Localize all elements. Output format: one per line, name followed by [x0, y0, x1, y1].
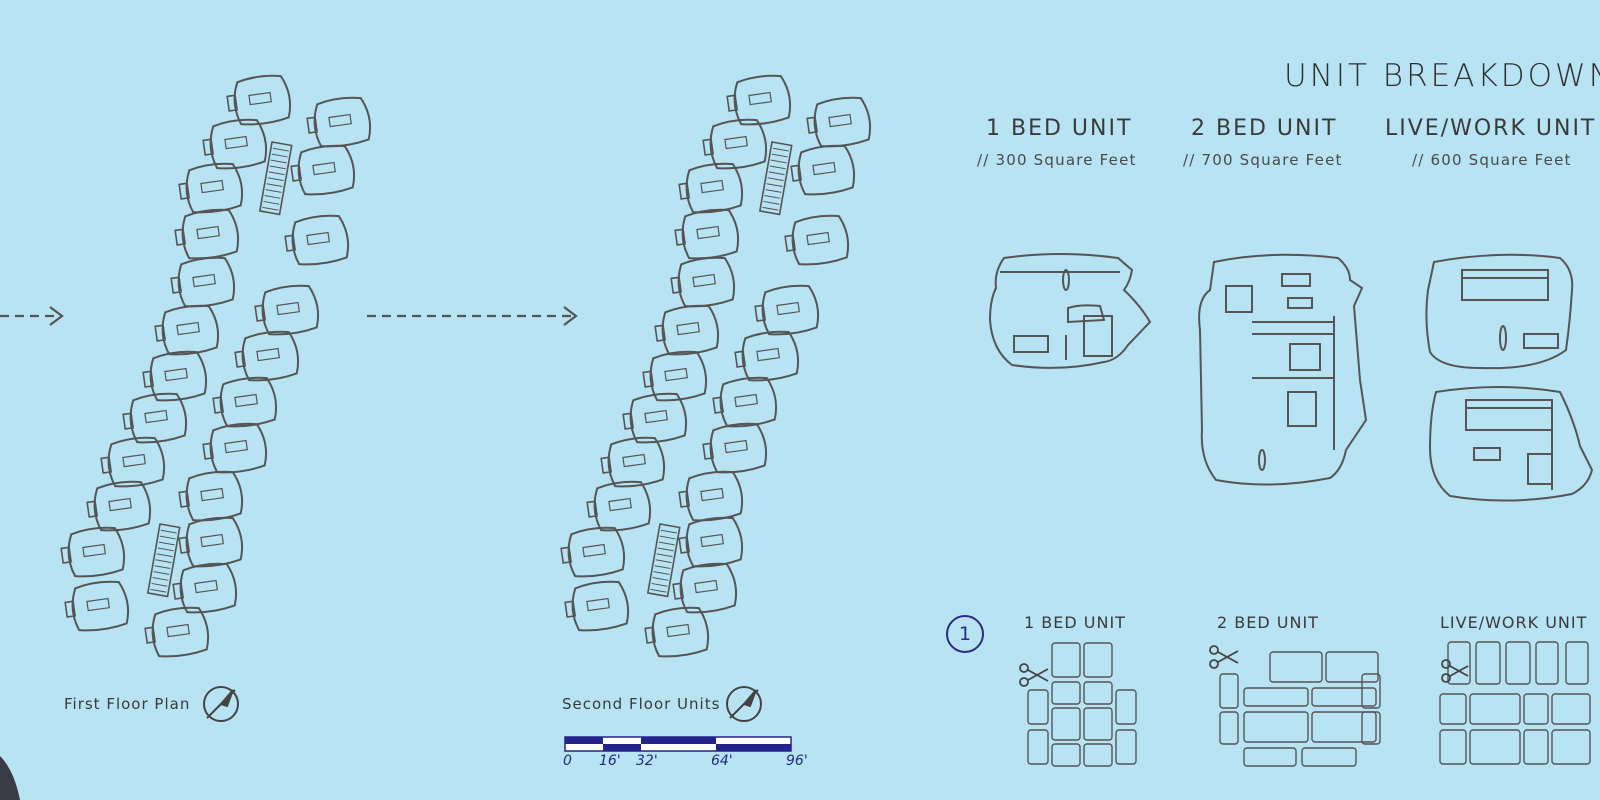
unit-pod — [789, 143, 856, 198]
unit-pod — [153, 303, 220, 358]
page-title: UNIT BREAKDOWN — [1284, 58, 1600, 94]
unit-pod — [169, 255, 236, 310]
unit-pod — [653, 303, 720, 358]
unit-pod — [177, 161, 244, 216]
unit-area-live-work: // 600 Square Feet — [1412, 151, 1572, 169]
scale-label: 16' — [599, 753, 621, 769]
unit-pod — [289, 143, 356, 198]
unit-pod — [621, 391, 688, 446]
unit-pod — [143, 605, 210, 660]
unit-name-two-bed: 2 BED UNIT — [1191, 116, 1338, 141]
second-floor-units-drawing — [559, 73, 872, 660]
corner-object — [0, 756, 20, 800]
scale-label: 96' — [786, 753, 808, 769]
unit-pod — [783, 213, 850, 268]
unit-pod — [85, 479, 152, 534]
unit-pod — [677, 515, 744, 570]
unit-pod — [643, 605, 710, 660]
scale-label: 32' — [636, 753, 658, 769]
unit-pod — [563, 579, 630, 634]
module-label-one-bed: 1 BED UNIT — [1024, 613, 1126, 632]
unit-pod — [701, 421, 768, 476]
unit-pod — [141, 349, 208, 404]
unit-pod — [177, 515, 244, 570]
scale-label: 64' — [711, 753, 733, 769]
scale-label: 0 — [563, 753, 572, 769]
north-arrow-icon — [204, 687, 238, 721]
live-work-unit-plan-bottom — [1430, 387, 1592, 501]
unit-pod — [99, 435, 166, 490]
unit-pod — [599, 435, 666, 490]
second-floor-caption: Second Floor Units — [562, 695, 721, 713]
unit-pod — [173, 207, 240, 262]
scale-bar — [565, 737, 791, 751]
unit-pod — [669, 255, 736, 310]
scissors-icon — [1442, 660, 1468, 682]
scissors-icon — [1020, 664, 1048, 686]
flow-arrow-middle — [367, 307, 576, 325]
unit-area-one-bed: // 300 Square Feet — [977, 151, 1137, 169]
stair — [260, 142, 292, 214]
module-label-live-work: LIVE/WORK UNIT — [1440, 613, 1588, 632]
module-label-two-bed: 2 BED UNIT — [1217, 613, 1319, 632]
two-bed-module-diagram — [1220, 652, 1380, 766]
unit-pod — [753, 283, 820, 338]
one-bed-module-diagram — [1028, 643, 1136, 766]
two-bed-unit-plan — [1199, 255, 1366, 485]
unit-pod — [171, 561, 238, 616]
unit-name-live-work: LIVE/WORK UNIT — [1385, 116, 1597, 141]
unit-pod — [673, 207, 740, 262]
unit-pod — [733, 329, 800, 384]
unit-pod — [305, 95, 372, 150]
unit-pod — [59, 525, 126, 580]
first-floor-caption: First Floor Plan — [64, 695, 191, 713]
section-number-badge: 1 — [946, 615, 984, 653]
unit-pod — [671, 561, 738, 616]
unit-pod — [559, 525, 626, 580]
unit-pod — [201, 421, 268, 476]
unit-pod — [177, 469, 244, 524]
unit-pod — [283, 213, 350, 268]
unit-pod — [725, 73, 792, 128]
flow-arrow-left — [0, 307, 62, 325]
unit-pod — [677, 161, 744, 216]
unit-pod — [225, 73, 292, 128]
stair — [760, 142, 792, 214]
stair — [648, 524, 680, 596]
unit-pod — [201, 117, 268, 172]
unit-pod — [711, 375, 778, 430]
scissors-icon — [1210, 646, 1238, 668]
unit-pod — [677, 469, 744, 524]
unit-pod — [233, 329, 300, 384]
live-work-module-diagram — [1440, 642, 1590, 764]
unit-pod — [701, 117, 768, 172]
unit-pod — [63, 579, 130, 634]
unit-name-one-bed: 1 BED UNIT — [986, 116, 1133, 141]
live-work-unit-plan-top — [1426, 255, 1572, 368]
unit-pod — [121, 391, 188, 446]
stair — [148, 524, 180, 596]
first-floor-plan-drawing — [59, 73, 372, 660]
unit-pod — [641, 349, 708, 404]
one-bed-unit-plan — [990, 254, 1150, 368]
unit-pod — [253, 283, 320, 338]
unit-area-two-bed: // 700 Square Feet — [1183, 151, 1343, 169]
unit-pod — [805, 95, 872, 150]
unit-pod — [585, 479, 652, 534]
north-arrow-icon — [727, 687, 761, 721]
unit-pod — [211, 375, 278, 430]
